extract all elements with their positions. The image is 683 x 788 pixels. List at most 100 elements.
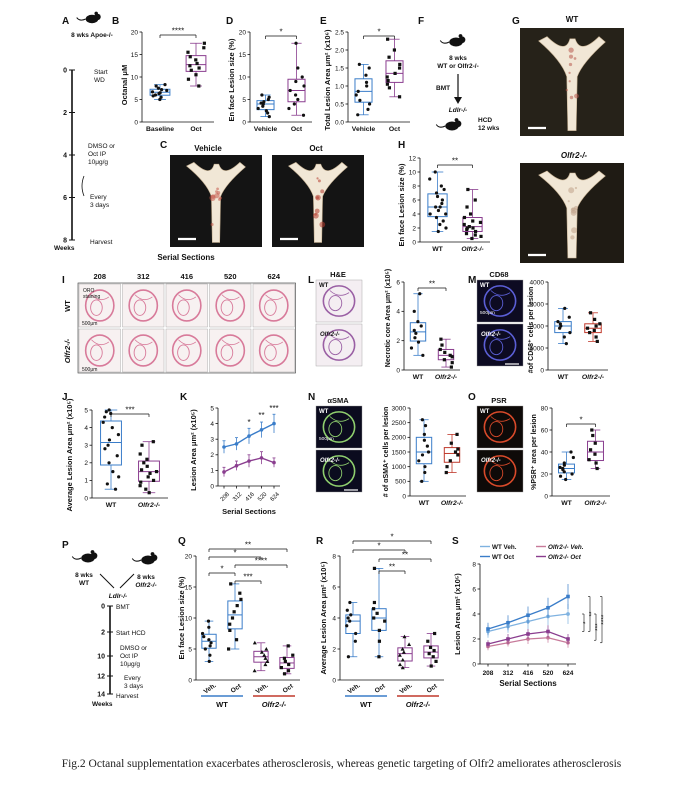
y-tick-label: 5 [84, 407, 88, 414]
data-point [465, 226, 469, 230]
vessel-wall [171, 334, 202, 367]
data-point [151, 478, 156, 482]
lesion-spot [568, 187, 575, 194]
section-number: 416 [180, 272, 193, 281]
data-point [392, 48, 397, 52]
y-tick-label: 6 [472, 586, 476, 593]
data-point [562, 461, 566, 465]
data-point [442, 187, 446, 192]
data-point [409, 346, 414, 350]
data-point [564, 342, 568, 346]
x-tick-label: 416 [245, 491, 257, 503]
panel-letter-E: E [320, 16, 327, 27]
lesion-spot [317, 179, 321, 183]
data-point [598, 322, 602, 326]
data-point [398, 62, 402, 66]
label: Average Lesion Area μm² (x10⁵) [319, 561, 328, 675]
data-point [207, 625, 211, 629]
box [443, 447, 461, 463]
y-tick-label: 3000 [392, 405, 407, 412]
data-point [150, 90, 155, 94]
label: Every [124, 675, 141, 682]
valve-leaflet [265, 339, 284, 346]
data-point [421, 353, 425, 357]
timeline-tick-label: 2 [63, 110, 67, 117]
vessel-wall [84, 334, 115, 367]
data-point [434, 659, 438, 663]
x-tick-label: 416 [523, 670, 534, 677]
aorta-photo-oct [272, 155, 364, 247]
series-point [566, 594, 570, 599]
data-point [590, 428, 594, 432]
valve-leaflet [329, 334, 350, 340]
data-point [419, 324, 423, 328]
lumen [264, 344, 277, 361]
data-point [473, 198, 477, 202]
data-point [142, 461, 146, 465]
label: DMSO or [88, 143, 116, 150]
mouse-head [454, 120, 462, 128]
x-tick-label: 624 [270, 491, 282, 503]
data-point [353, 639, 357, 643]
mouse-tail [71, 556, 82, 560]
valve-leaflet [91, 339, 110, 346]
data-point [256, 106, 260, 111]
data-point [422, 432, 426, 436]
data-point [401, 650, 406, 654]
y-tick-label: 12 [409, 155, 417, 162]
data-point [442, 358, 446, 362]
data-point [417, 459, 421, 463]
data-point [422, 438, 426, 442]
data-point [287, 662, 291, 667]
vessel-wall [483, 411, 517, 443]
data-point [440, 343, 444, 347]
data-point [478, 220, 483, 224]
data-point [434, 215, 439, 220]
data-point [455, 432, 459, 436]
x-group-label: WT [106, 502, 117, 509]
data-point [428, 212, 432, 216]
data-point [296, 66, 300, 70]
lesion-spot [210, 223, 214, 227]
lesion-spot [210, 194, 216, 199]
x-group-label: Olfr2-/- [584, 500, 607, 507]
valve-leaflet [221, 294, 240, 301]
y-tick-label: 2000 [530, 323, 545, 330]
data-point [200, 631, 205, 636]
y-tick-label: 0 [472, 661, 476, 668]
lesion-spot [573, 205, 579, 211]
y-tick-label: 2 [84, 460, 88, 467]
data-point [145, 464, 149, 468]
stain-title: H&E [330, 270, 346, 279]
data-point [448, 459, 452, 463]
x-tick-label: 312 [232, 491, 244, 503]
data-point [464, 232, 469, 236]
y-tick-label: 0 [242, 119, 246, 126]
data-point [207, 659, 211, 664]
data-point [470, 236, 474, 241]
y-tick-label: 0 [540, 367, 544, 374]
valve-leaflet [490, 460, 511, 466]
data-point [594, 324, 598, 328]
vessel-wall [215, 289, 246, 322]
mouse-head [150, 554, 158, 562]
valve-leaflet [134, 294, 153, 301]
data-point [186, 77, 191, 81]
label: Octanal μM [120, 65, 129, 105]
label: Ldlr-/- [449, 107, 467, 114]
data-point [418, 292, 422, 296]
label: DMSO or [120, 645, 148, 652]
aorta-tissue [186, 161, 246, 243]
label: staining [83, 294, 100, 300]
data-point [207, 638, 211, 642]
vessel-wall [215, 334, 246, 367]
data-point [444, 470, 448, 475]
data-point [453, 450, 458, 454]
data-point [438, 347, 442, 352]
lumen [489, 339, 504, 356]
genotype-label: Olfr2-/- [406, 700, 431, 709]
data-point [569, 450, 573, 454]
valve-leaflet [178, 294, 197, 301]
data-point [154, 470, 159, 474]
